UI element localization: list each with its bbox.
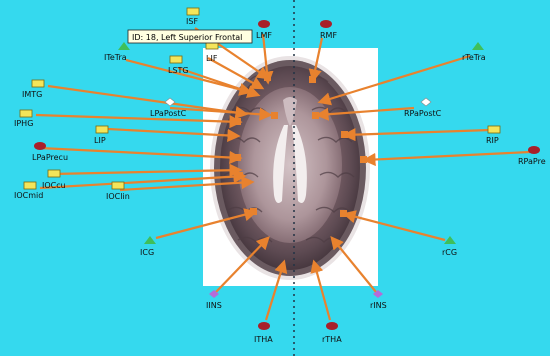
node-label: LSTG [168,66,189,75]
node-label: LIF [206,54,218,63]
node-marker-red[interactable] [258,20,270,28]
node-label: rCG [442,248,457,257]
node-label: IOCmid [14,191,43,200]
node-marker-red[interactable] [258,322,270,330]
node-label: ITeTra [104,53,127,62]
node-label: RMF [320,31,337,40]
node-RPaPre[interactable]: RPaPre [518,146,546,166]
node-label: LPaPostC [150,109,187,118]
node-label: ITHA [254,335,273,344]
node-RIP[interactable]: RIP [486,126,500,145]
region-anchor [312,112,319,119]
node-label: IOClin [106,192,130,201]
node-marker-red[interactable] [528,146,540,154]
region-anchor [309,76,316,83]
node-LMF[interactable]: LMF [256,20,272,40]
connection-line [365,152,530,160]
region-anchor [234,118,241,125]
node-label: RPaPostC [404,109,442,118]
node-IINS[interactable]: IINS [206,290,222,310]
node-marker-yellow[interactable] [112,182,124,189]
node-marker-yellow[interactable] [24,182,36,189]
node-label: IOCcu [42,181,66,190]
node-RMF[interactable]: RMF [320,20,337,40]
region-anchor [360,156,367,163]
node-rINS[interactable]: rINS [370,290,387,310]
node-IMTG[interactable]: IMTG [22,80,44,99]
region-anchor [264,74,271,81]
node-label: rTHA [322,335,342,344]
region-anchor [250,208,257,215]
node-marker-yellow[interactable] [170,56,182,63]
node-label: IPHG [14,119,33,128]
node-rTHA[interactable]: rTHA [322,322,342,344]
node-ITeTra[interactable]: ITeTra [104,42,130,62]
node-label: RPaPre [518,157,546,166]
node-marker-green[interactable] [472,42,484,50]
node-marker-yellow[interactable] [48,170,60,177]
node-marker-green[interactable] [144,236,156,244]
node-marker-yellow[interactable] [32,80,44,87]
node-marker-yellow[interactable] [20,110,32,117]
node-LSTG[interactable]: LSTG [168,56,189,75]
node-label: rTeTra [462,53,486,62]
region-anchor [340,210,347,217]
node-ISF[interactable]: ISF [186,8,199,26]
node-marker-green[interactable] [444,236,456,244]
node-label: ISF [186,17,198,26]
node-marker-red[interactable] [34,142,46,150]
node-label: LMF [256,31,272,40]
mri-slice [203,48,378,286]
region-anchor [236,172,243,179]
region-anchor [271,112,278,119]
node-marker-yellow[interactable] [488,126,500,133]
region-anchor [341,131,348,138]
node-marker-yellow[interactable] [96,126,108,133]
node-marker-yellow[interactable] [187,8,199,15]
node-label: IINS [206,301,222,310]
node-label: RIP [486,136,499,145]
node-LIP[interactable]: LIP [94,126,108,145]
node-label: IMTG [22,90,42,99]
node-label: LPaPrecu [32,153,68,162]
node-marker-red[interactable] [320,20,332,28]
node-label: LIP [94,136,106,145]
node-LPaPrecu[interactable]: LPaPrecu [32,142,68,162]
node-IOCmid[interactable]: IOCmid [14,182,43,200]
node-tooltip: ID: 18, Left Superior Frontal [128,30,252,43]
region-anchor [234,154,241,161]
node-label: ICG [140,248,154,257]
node-marker-red[interactable] [326,322,338,330]
node-ICG[interactable]: ICG [140,236,156,257]
node-label: rINS [370,301,387,310]
node-ITHA[interactable]: ITHA [254,322,273,344]
tooltip-text: ID: 18, Left Superior Frontal [132,33,242,42]
node-rTeTra[interactable]: rTeTra [462,42,486,62]
node-marker-white[interactable] [421,98,431,106]
node-IPHG[interactable]: IPHG [14,110,33,128]
